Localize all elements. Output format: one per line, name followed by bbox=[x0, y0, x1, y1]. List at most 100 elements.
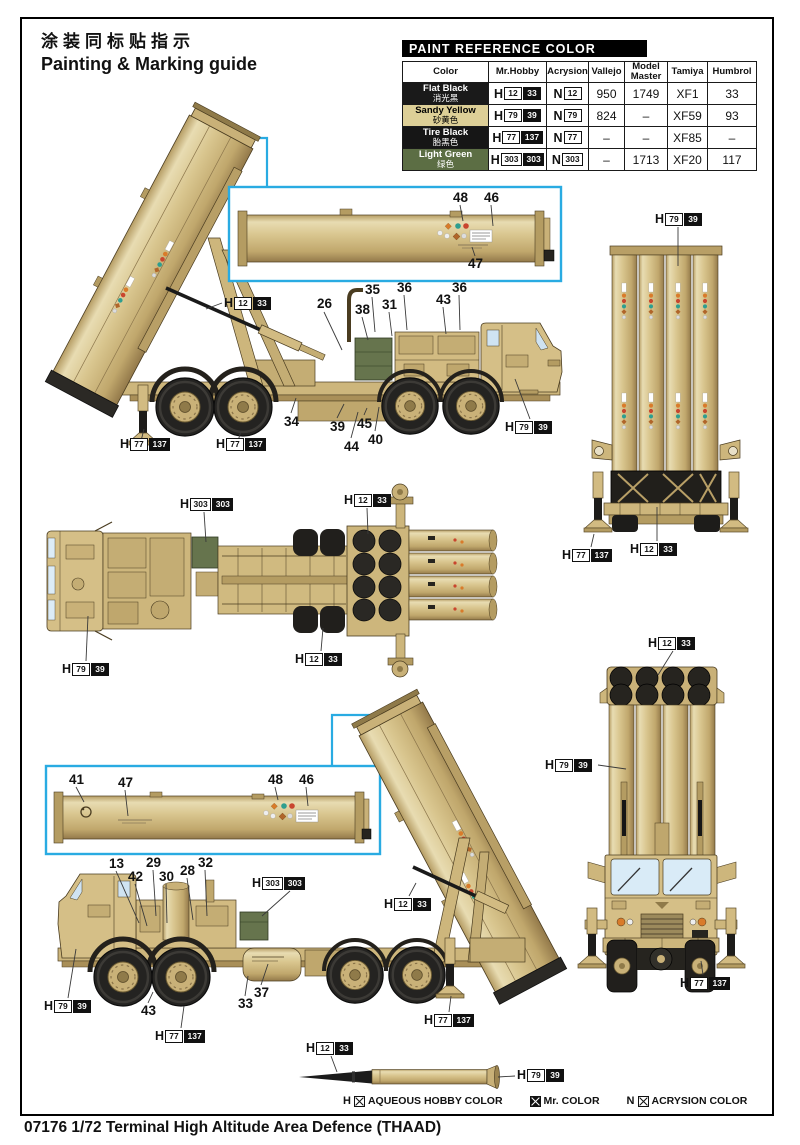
vallejo-cell: – bbox=[588, 126, 625, 149]
col-header-acrysion: Acrysion bbox=[546, 61, 589, 83]
part-callout-number: 45 bbox=[357, 416, 373, 431]
part-callout-number: 47 bbox=[118, 775, 134, 790]
color-swatch-cell: Light Green 绿色 bbox=[402, 148, 489, 171]
part-callout-number: 32 bbox=[198, 855, 214, 870]
part-callout-number: 38 bbox=[355, 302, 371, 317]
color-swatch-cell: Sandy Yellow 砂黄色 bbox=[402, 104, 489, 127]
part-callout-number: 36 bbox=[397, 280, 413, 295]
part-callout-number: 42 bbox=[128, 869, 144, 884]
modelmaster-cell: 1713 bbox=[624, 148, 668, 171]
page-title-english: Painting & Marking guide bbox=[41, 54, 258, 74]
canisters-top bbox=[408, 529, 498, 621]
page-title-block: 涂装同标贴指示 Painting & Marking guide bbox=[41, 31, 257, 75]
modelmaster-cell: 1749 bbox=[624, 82, 668, 105]
legend-mr-color: Mr. COLOR bbox=[529, 1095, 600, 1107]
humbrol-cell: 93 bbox=[707, 104, 757, 127]
color-swatch-cell: Flat Black 消光黑 bbox=[402, 82, 489, 105]
color-swatch-cell: Tire Black 胎黑色 bbox=[402, 126, 489, 149]
side-view-deployed-left bbox=[57, 689, 567, 1008]
legend-acrysion: N ACRYSION COLOR bbox=[626, 1095, 748, 1107]
part-callout-number: 30 bbox=[159, 869, 175, 884]
paint-table-title: PAINT REFERENCE COLOR bbox=[402, 40, 647, 57]
kit-title: 07176 1/72 Terminal High Altitude Area D… bbox=[24, 1119, 442, 1136]
vallejo-cell: 824 bbox=[588, 104, 625, 127]
part-callout-number: 46 bbox=[299, 772, 315, 787]
part-callout-number: 48 bbox=[268, 772, 284, 787]
part-callout-number: 31 bbox=[382, 297, 398, 312]
humbrol-cell: – bbox=[707, 126, 757, 149]
side-view-deployed-right bbox=[43, 100, 563, 446]
page-title-chinese: 涂装同标贴指示 bbox=[41, 32, 195, 51]
col-header-humbrol: Humbrol bbox=[707, 61, 757, 83]
part-callout-number: 35 bbox=[365, 282, 381, 297]
part-callout-number: 29 bbox=[146, 855, 162, 870]
tamiya-cell: XF1 bbox=[667, 82, 708, 105]
legend-aqueous: H AQUEOUS HOBBY COLOR bbox=[343, 1095, 503, 1107]
part-callout-number: 48 bbox=[453, 190, 469, 205]
col-header-mrhobby: Mr.Hobby bbox=[488, 61, 547, 83]
humbrol-cell: 33 bbox=[707, 82, 757, 105]
color-chip-icon bbox=[637, 1095, 649, 1107]
part-callout-number: 47 bbox=[468, 256, 484, 271]
part-callout-number: 43 bbox=[436, 292, 452, 307]
part-callout-number: 13 bbox=[109, 856, 125, 871]
color-system-legend: H AQUEOUS HOBBY COLOR Mr. COLOR N ACRYSI… bbox=[343, 1095, 763, 1107]
humbrol-cell: 117 bbox=[707, 148, 757, 171]
col-header-vallejo: Vallejo bbox=[588, 61, 625, 83]
part-callout-number: 28 bbox=[180, 863, 196, 878]
rear-view-deployed bbox=[583, 245, 749, 533]
canister-detail-inset-top bbox=[227, 185, 563, 283]
table-header-row: Color Mr.Hobby Acrysion Vallejo Model Ma… bbox=[402, 61, 757, 83]
part-callout-number: 33 bbox=[238, 996, 254, 1011]
paint-reference-table: PAINT REFERENCE COLOR Color Mr.Hobby Acr… bbox=[402, 40, 758, 171]
top-view bbox=[46, 483, 498, 678]
modelmaster-cell: – bbox=[624, 104, 668, 127]
vallejo-cell: – bbox=[588, 148, 625, 171]
part-callout-number: 39 bbox=[330, 419, 346, 434]
mr-color-chip-icon bbox=[529, 1095, 541, 1107]
col-header-tamiya: Tamiya bbox=[667, 61, 708, 83]
part-callout-number: 46 bbox=[484, 190, 500, 205]
tamiya-cell: XF20 bbox=[667, 148, 708, 171]
tamiya-cell: XF85 bbox=[667, 126, 708, 149]
part-callout-number: 26 bbox=[317, 296, 333, 311]
front-view-deployed bbox=[577, 666, 746, 993]
part-callout-number: 43 bbox=[141, 1003, 157, 1018]
part-callout-number: 37 bbox=[254, 985, 270, 1000]
modelmaster-cell: – bbox=[624, 126, 668, 149]
vallejo-cell: 950 bbox=[588, 82, 625, 105]
part-callout-number: 40 bbox=[368, 432, 384, 447]
col-header-color: Color bbox=[402, 61, 489, 83]
leader-lines bbox=[67, 204, 704, 1078]
